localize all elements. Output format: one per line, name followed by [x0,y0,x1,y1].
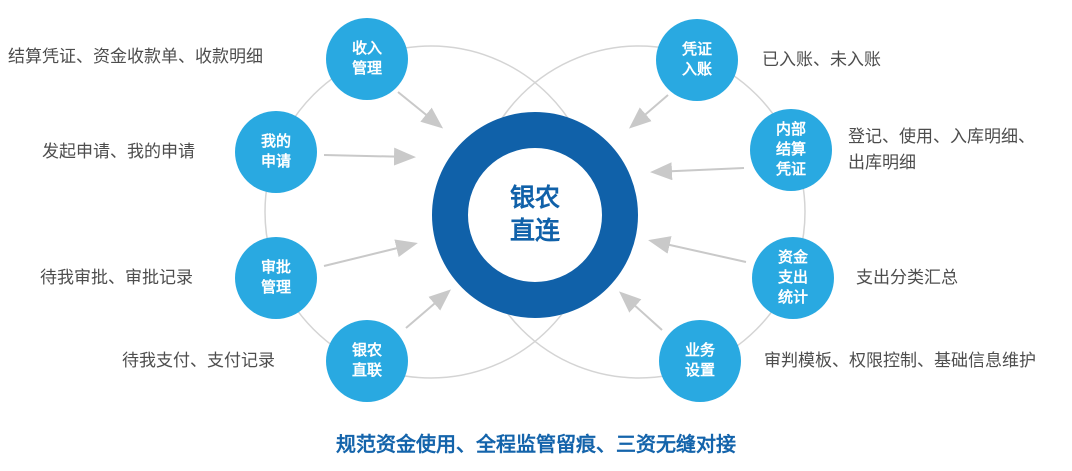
arrow-bank-agri-direct-link [405,289,452,329]
node-my-applications: 我的 申请 [235,111,317,193]
annotation-settlement-vouchers: 结算凭证、资金收款单、收款明细 [8,47,263,66]
annotation-register-use-inventory: 登记、使用、入库明细、 出库明细 [848,127,1035,172]
arrow-income-management [397,91,444,129]
node-approval-management: 审批 管理 [235,237,317,319]
node-internal-settlement-voucher: 内部 结算 凭证 [750,109,832,191]
arrow-business-settings [619,291,663,331]
arrow-my-applications [323,147,416,166]
center-node: 银农 直连 [432,112,638,318]
arrow-internal-settlement-voucher [650,162,745,181]
annotation-initiate-application: 发起申请、我的申请 [42,142,195,161]
node-voucher-posting: 凭证 入账 [656,19,738,101]
node-income-management: 收入 管理 [326,18,408,100]
arrow-approval-management [323,239,418,267]
annotation-posted-unposted: 已入账、未入账 [762,50,881,69]
node-business-settings: 业务 设置 [659,320,741,402]
node-bank-agri-direct-link: 银农 直联 [326,320,408,402]
annotation-expenditure-summary: 支出分类汇总 [856,268,958,287]
node-fund-expenditure-statistics: 资金 支出 统计 [752,237,834,319]
arrow-fund-expenditure-statistics [648,236,747,263]
annotation-pending-payment: 待我支付、支付记录 [122,351,275,370]
annotation-pending-approval: 待我审批、审批记录 [40,268,193,287]
footer-slogan: 规范资金使用、全程监管留痕、三资无缝对接 [336,434,736,456]
center-node-label: 银农 直连 [509,184,560,245]
annotation-templates-permissions: 审判模板、权限控制、基础信息维护 [764,351,1036,370]
arrow-voucher-posting [628,94,669,129]
